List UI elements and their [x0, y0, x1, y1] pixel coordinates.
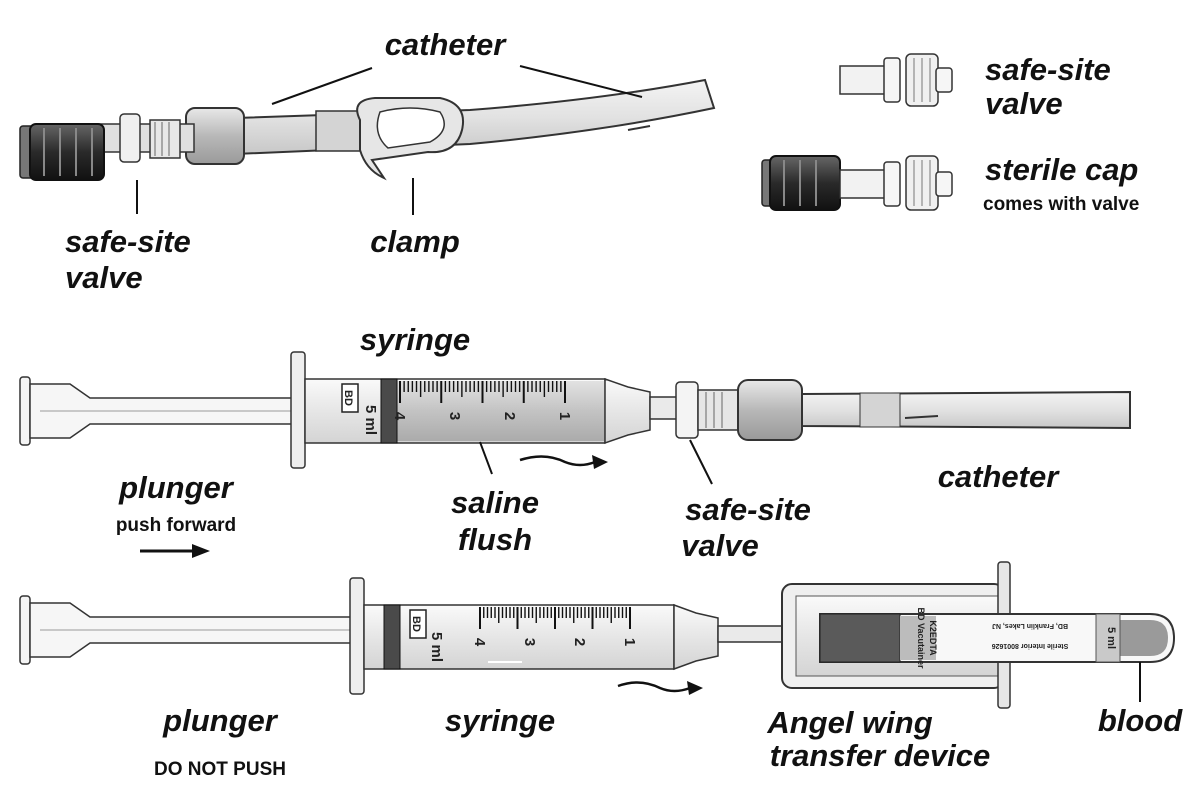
- clamp: [356, 97, 464, 181]
- bot-graduation-number: 1: [621, 638, 638, 646]
- mid-graduation-numbers: 4 3 2 1: [391, 412, 573, 421]
- label-legend-valve-line1: safe-site: [985, 52, 1111, 87]
- label-mid-syringe: syringe: [360, 322, 470, 357]
- sterile-cap: [19, 123, 105, 181]
- bot-graduation-number: 3: [521, 638, 538, 646]
- mid-safe-site-valve: [675, 381, 739, 439]
- label-mid-valve-line1: safe-site: [685, 492, 811, 527]
- leader-top-catheter-left: [271, 67, 373, 105]
- mid-plunger: [19, 376, 301, 446]
- label-top-clamp: clamp: [370, 224, 460, 259]
- label-bot-blood: blood: [1098, 703, 1183, 738]
- mid-graduation-ticks: [399, 381, 566, 403]
- label-bot-angel-line1: Angel wing: [766, 705, 932, 740]
- mid-graduation-number: 2: [501, 412, 518, 420]
- bot-syringe-volume: 5 ml: [428, 632, 445, 662]
- label-legend-cap-note: comes with valve: [983, 194, 1139, 215]
- label-bot-syringe: syringe: [445, 703, 555, 738]
- legend: safe-site valve sterile cap comes with v…: [761, 52, 1139, 215]
- bot-graduation-number: 4: [471, 638, 488, 647]
- top-assembly: catheter safe-site valve clamp: [19, 27, 716, 295]
- tube-sterile: Sterile Interior 8001626: [992, 642, 1069, 649]
- mid-syringe-volume: 5 ml: [362, 405, 379, 435]
- label-bot-plunger-note: DO NOT PUSH: [154, 759, 286, 780]
- vacutainer-tube: [819, 613, 1176, 663]
- mid-syringe-brand: BD: [342, 390, 354, 406]
- label-bot-plunger: plunger: [162, 703, 279, 738]
- mid-flow-arrow: [519, 455, 596, 467]
- middle-assembly: 4 3 2 1 BD 5 ml syringe plunger push forwar…: [19, 322, 1131, 563]
- mid-flange: [290, 351, 306, 469]
- label-mid-plunger-note: push forward: [116, 515, 236, 536]
- legend-valve-icon: [839, 53, 953, 107]
- mid-graduation-number: 4: [391, 412, 408, 421]
- tube-additive: K2EDTA: [928, 620, 938, 656]
- mid-catheter-tube: [801, 390, 1131, 430]
- mid-graduation-number: 1: [556, 412, 573, 420]
- bot-graduation-ticks: [479, 607, 631, 629]
- label-bot-angel-line2: transfer device: [770, 738, 991, 773]
- label-mid-saline-line2: flush: [458, 522, 532, 557]
- bot-graduation-number: 2: [571, 638, 588, 646]
- label-legend-valve-line2: valve: [985, 86, 1063, 121]
- label-mid-catheter: catheter: [938, 459, 1061, 494]
- bot-graduation-numbers: 4 3 2 1: [471, 638, 638, 647]
- mid-catheter-hub: [737, 379, 803, 441]
- leader-top-catheter-right: [519, 65, 643, 98]
- tube-maker: BD, Franklin Lakes, NJ: [992, 622, 1068, 629]
- label-mid-saline-line1: saline: [451, 485, 539, 520]
- label-top-catheter: catheter: [385, 27, 508, 62]
- tube-brand: BD Vacutainer: [916, 607, 926, 669]
- bot-flow-arrow: [617, 681, 691, 693]
- legend-cap-icon: [761, 155, 953, 211]
- tube-volume: 5 ml: [1105, 627, 1117, 649]
- label-legend-cap: sterile cap: [985, 152, 1138, 187]
- bot-syringe-brand: BD: [410, 616, 422, 632]
- label-mid-valve-line2: valve: [681, 528, 759, 563]
- label-top-valve-line1: safe-site: [65, 224, 191, 259]
- bot-flange: [349, 577, 365, 695]
- safe-site-valve: [97, 113, 195, 163]
- bottom-assembly: 4 3 2 1 BD 5 ml BD Vacutainer K2EDTA 5 ml S…: [19, 561, 1183, 780]
- label-top-valve-line2: valve: [65, 260, 143, 295]
- mid-graduation-number: 3: [446, 412, 463, 420]
- bot-plunger: [19, 595, 356, 665]
- label-mid-plunger: plunger: [118, 470, 235, 505]
